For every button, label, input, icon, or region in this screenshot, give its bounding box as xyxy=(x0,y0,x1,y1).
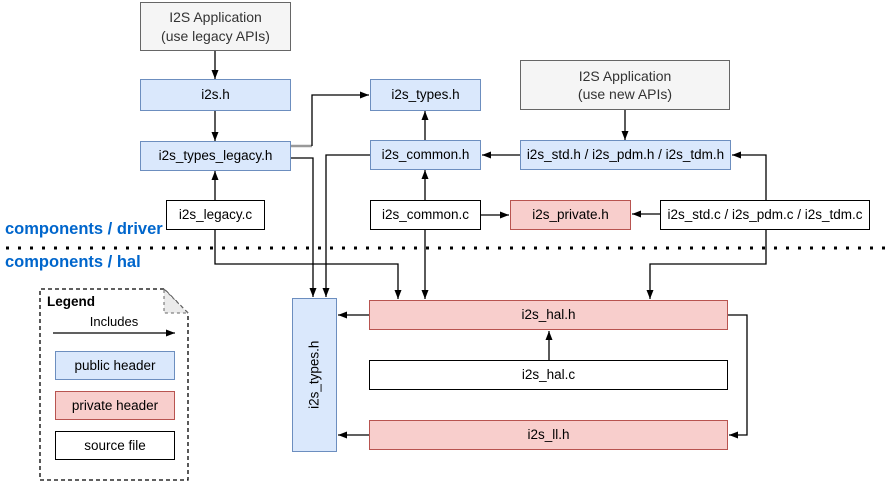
legend-item-source-file: source file xyxy=(55,431,175,460)
arrow-i2s-types-legacy-h-to-hal-i2s-types-h xyxy=(291,157,317,297)
node-i2s-std-pdm-tdm-h: i2s_std.h / i2s_pdm.h / i2s_tdm.h xyxy=(520,140,731,170)
node-i2s-std-pdm-tdm-c: i2s_std.c / i2s_pdm.c / i2s_tdm.c xyxy=(660,200,870,230)
arrow-i2s-std-pdm-tdm-c-to-i2s-std-pdm-tdm-h xyxy=(732,151,767,200)
node-i2s-h: i2s.h xyxy=(140,79,291,111)
arrow-i2s-hal-h-to-i2s-ll-h xyxy=(728,314,748,439)
section-label-components-driver: components / driver xyxy=(5,220,163,238)
node-app-legacy-line2: (use legacy APIs) xyxy=(161,27,270,44)
legend-includes-label: Includes xyxy=(89,314,139,329)
legend-border xyxy=(39,288,189,481)
legend-item-private-header: private header xyxy=(55,391,175,420)
node-hal-i2s-types-h: i2s_types.h xyxy=(292,298,337,452)
legend-item-public-header: public header xyxy=(55,351,175,380)
node-app-new: I2S Application (use new APIs) xyxy=(520,60,730,110)
section-label-components-hal: components / hal xyxy=(5,253,141,271)
arrow-i2s-std-pdm-tdm-c-to-i2s-hal-h xyxy=(646,230,767,299)
node-i2s-hal-h: i2s_hal.h xyxy=(369,300,728,330)
legend: Legend Includes public header private he… xyxy=(40,289,188,480)
node-hal-i2s-types-h-label: i2s_types.h xyxy=(306,340,322,410)
node-i2s-legacy-c: i2s_legacy.c xyxy=(166,200,265,230)
node-app-legacy-line1: I2S Application xyxy=(169,9,262,26)
legend-title: Legend xyxy=(47,294,96,309)
node-i2s-types-legacy-h: i2s_types_legacy.h xyxy=(140,141,291,171)
node-i2s-types-h: i2s_types.h xyxy=(370,79,481,111)
node-i2s-common-h: i2s_common.h xyxy=(370,140,481,170)
node-i2s-private-h: i2s_private.h xyxy=(510,200,631,230)
arrow-i2s-common-h-to-hal-i2s-types-h xyxy=(322,154,370,297)
node-i2s-ll-h: i2s_ll.h xyxy=(369,420,728,450)
legend-fold-corner xyxy=(163,287,190,314)
node-i2s-hal-c: i2s_hal.c xyxy=(369,360,728,390)
node-app-new-line2: (use new APIs) xyxy=(577,86,673,102)
node-app-new-line1: I2S Application xyxy=(578,67,672,84)
arrow-i2s-legacy-c-to-i2s-hal-h xyxy=(214,230,402,299)
node-i2s-common-c: i2s_common.c xyxy=(370,200,481,230)
arrow-i2s-types-legacy-h-to-i2s-types-h xyxy=(311,91,369,146)
node-app-legacy: I2S Application (use legacy APIs) xyxy=(140,2,291,51)
